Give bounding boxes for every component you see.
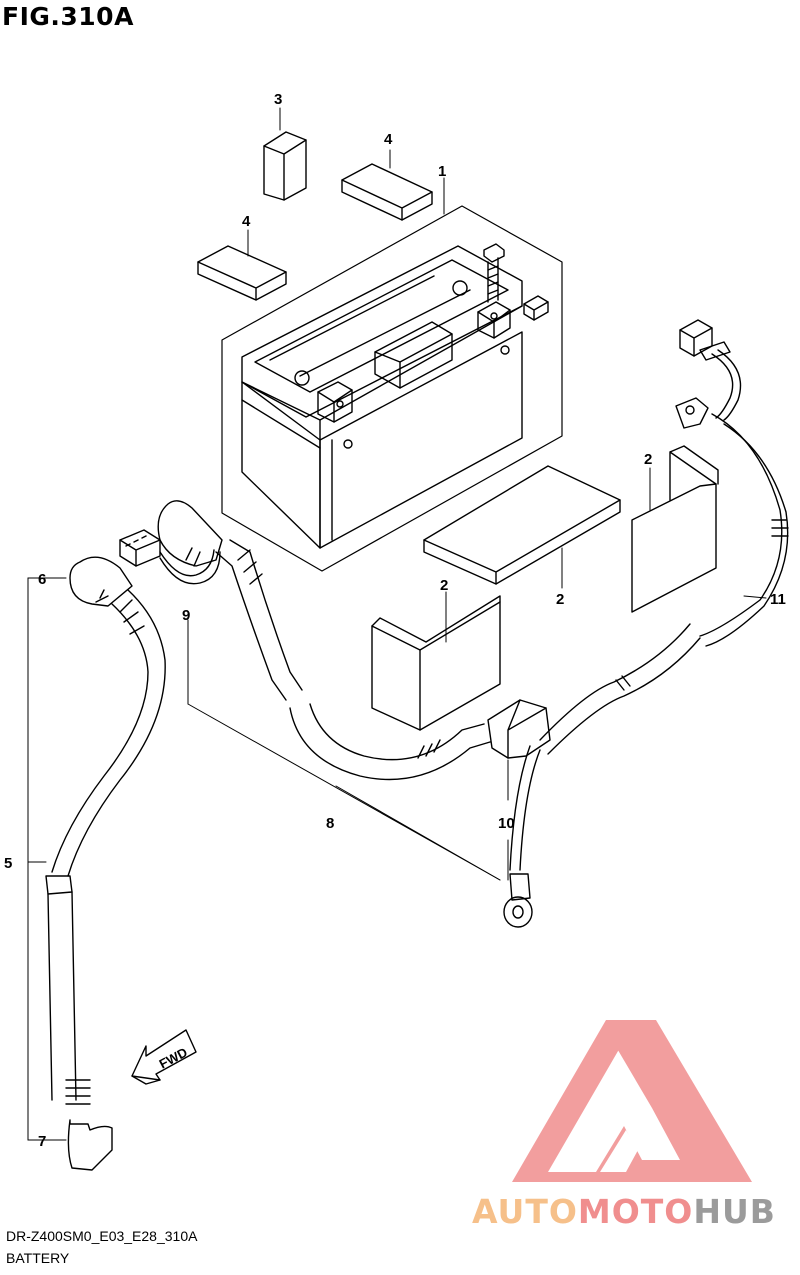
callout-5: 5 (4, 855, 12, 872)
watermark-part-hub: HUB (693, 1192, 776, 1231)
block-part-3 (263, 131, 307, 201)
figure-title: FIG.310A (2, 2, 134, 31)
callout-10: 10 (498, 815, 515, 832)
diagram-model-code: DR-Z400SM0_E03_E28_310A (6, 1228, 198, 1244)
pad-part-2-bent-center (371, 595, 501, 731)
fwd-arrow-icon (131, 1029, 197, 1085)
cable-part-11 (675, 319, 789, 647)
cable-part-10 (503, 623, 701, 928)
callout-2-right: 2 (644, 451, 652, 468)
pad-part-4-lower (197, 245, 287, 301)
callout-4-lower: 4 (242, 213, 251, 230)
callout-7: 7 (38, 1133, 46, 1150)
watermark-part-auto: AUTO (472, 1192, 578, 1231)
callout-11: 11 (770, 591, 786, 608)
callout-2-center: 2 (440, 577, 448, 594)
pad-part-2-bent-right (631, 445, 719, 613)
automotohub-watermark-text: AUTOMOTOHUB (472, 1192, 776, 1231)
watermark-part-moto: MOTO (577, 1192, 694, 1231)
callout-2-lower: 2 (556, 591, 564, 608)
battery-part-1 (221, 205, 563, 572)
callout-3: 3 (274, 91, 282, 108)
callout-6: 6 (38, 571, 46, 588)
leader-lines (27, 107, 767, 1141)
pad-part-4-upper (341, 163, 433, 221)
callout-1: 1 (438, 163, 446, 180)
cable-part-9 (119, 529, 221, 585)
callout-4-upper: 4 (384, 131, 393, 148)
cable-part-5 (45, 556, 166, 1171)
cable-part-8 (157, 500, 551, 781)
pad-part-2-flat (423, 465, 621, 585)
callout-8: 8 (326, 815, 334, 832)
callout-9: 9 (182, 607, 190, 624)
diagram-caption: BATTERY (6, 1250, 70, 1266)
automotohub-logo (512, 1020, 752, 1182)
